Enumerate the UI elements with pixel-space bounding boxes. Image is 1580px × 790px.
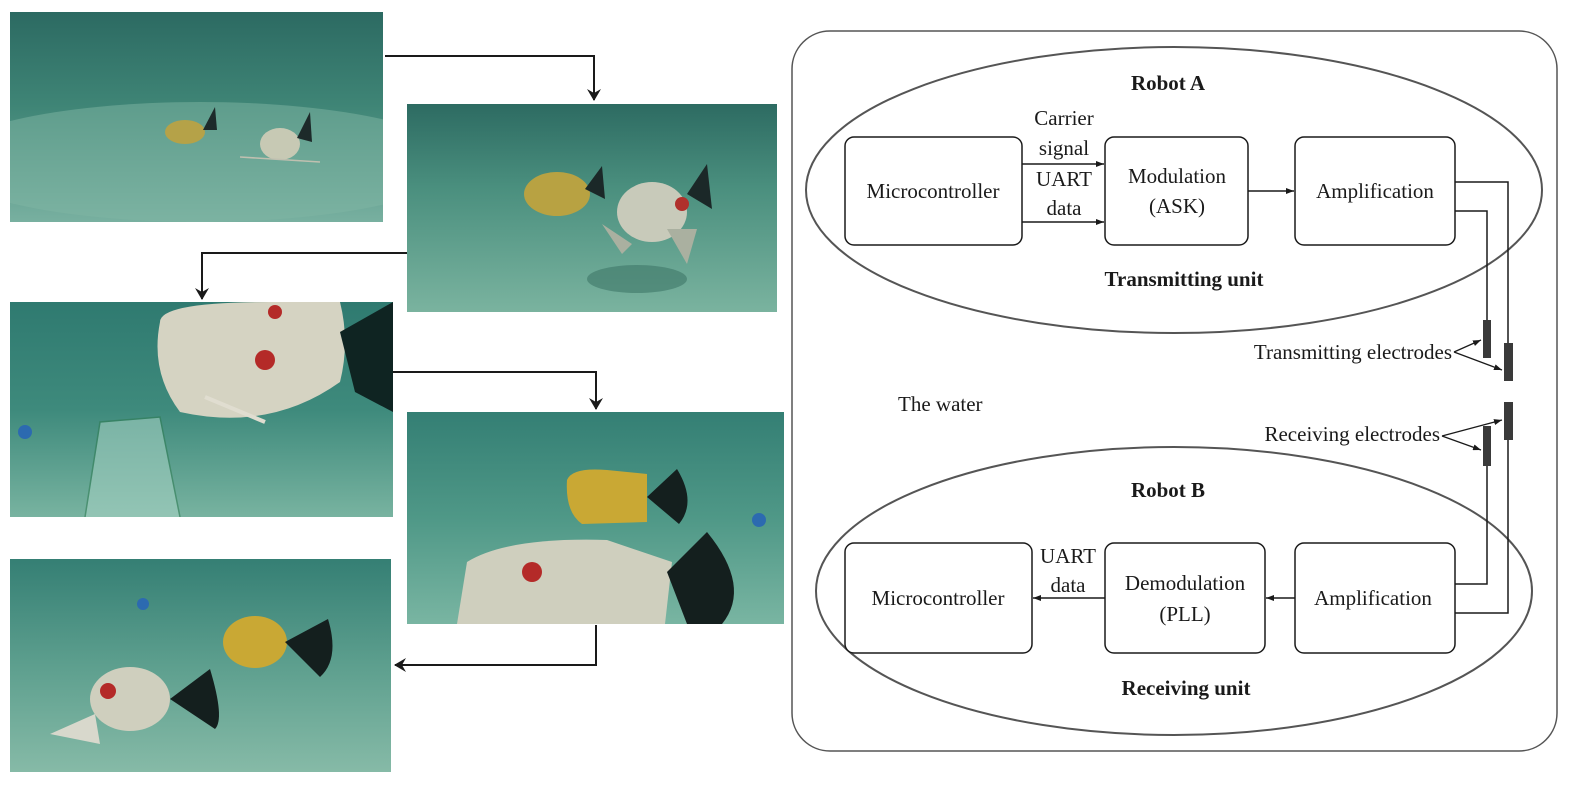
rx-wire-inner [1455,466,1488,585]
arrow-frame2-to-frame3 [195,252,407,300]
transmitting-electrodes-label: Transmitting electrodes [1254,340,1452,364]
robot-b-title: Robot B [1131,478,1205,502]
tx-microcontroller-block [844,136,1023,246]
robot-fish-yellow [566,469,688,524]
carrier-signal-label-line2: signal [1039,136,1089,160]
rx-electrode-2 [1483,426,1491,466]
arrow-frame1-to-frame2 [385,55,601,101]
robot-fish-white [602,164,712,264]
robot-fish-white-closeup [157,302,393,424]
tx-microcontroller-label: Microcontroller [867,179,1000,203]
robot-b-ellipse [815,446,1533,736]
tx-wire-outer [1455,181,1509,343]
modulation-label-line2: (ASK) [1149,194,1205,218]
demodulation-label-line1: Demodulation [1125,571,1246,595]
tx-uart-label-line2: data [1047,196,1083,220]
rx-connectors [1033,440,1509,614]
tx-electrode-1 [1483,320,1491,358]
transmitting-electrodes [1483,320,1513,381]
rx-microcontroller-block [844,542,1033,654]
transparent-tank [84,416,181,517]
rx-microcontroller-label: Microcontroller [872,586,1005,610]
photo-frame-3 [10,302,393,517]
robot-fish-yellow [223,616,333,677]
robot-fish-white [457,532,734,624]
modulation-block [1104,136,1249,246]
photo-frame-1 [10,12,383,222]
tx-wire-inner [1455,210,1488,320]
tx-electrode-2 [1504,343,1513,381]
arrow-frame3-to-frame4 [393,371,603,410]
robot-a-title: Robot A [1131,71,1206,95]
receiving-unit-label: Receiving unit [1122,676,1251,700]
water-label: The water [898,392,983,416]
photo-frame-5 [10,559,391,772]
photo-frame-4 [407,412,784,624]
rx-electrode-1 [1504,402,1513,440]
sequence-arrows [195,55,603,672]
robot-fish-white [50,667,219,744]
robot-a-ellipse [805,46,1543,334]
rx-uart-label-line2: data [1051,573,1087,597]
receiving-electrodes-pointers [1441,419,1503,451]
tx-uart-label-line1: UART [1036,167,1092,191]
demodulation-block [1104,542,1266,654]
robot-fish-yellow [524,166,605,216]
carrier-signal-label-line1: Carrier [1034,106,1093,130]
demodulation-label-line2: (PLL) [1159,602,1210,626]
robot-fish-white [239,112,321,163]
tx-amplification-label: Amplification [1316,179,1434,203]
rx-wire-outer [1455,440,1509,614]
diagram-frame [791,30,1558,752]
rx-amplification-label: Amplification [1314,586,1432,610]
rx-uart-label-line1: UART [1040,544,1096,568]
receiving-electrodes [1483,402,1513,466]
receiving-electrodes-label: Receiving electrodes [1264,422,1440,446]
photo-frame-2 [407,104,777,312]
modulation-label-line1: Modulation [1128,164,1226,188]
transmitting-electrodes-pointers [1453,339,1503,371]
robot-fish-yellow [165,107,217,144]
arrow-frame4-to-frame5 [394,625,597,672]
tx-connectors [1022,161,1509,343]
tx-amplification-block [1294,136,1456,246]
transmitting-unit-label: Transmitting unit [1105,267,1264,291]
